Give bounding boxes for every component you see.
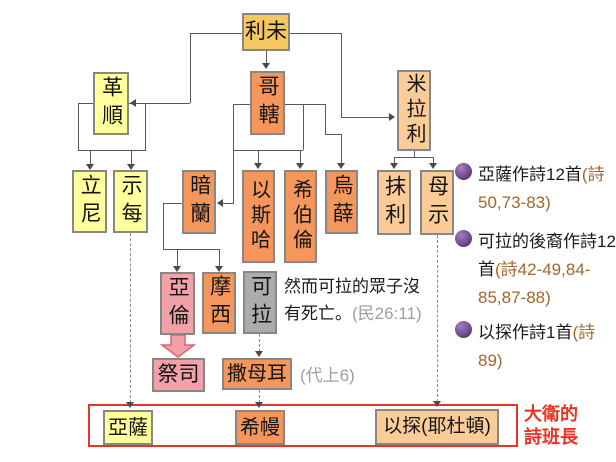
dashed-line-shimei-asaph [130, 233, 131, 403]
arrowhead [337, 163, 345, 169]
arrowhead [296, 163, 304, 169]
node-mahli: 抹利 [377, 170, 411, 235]
korah-sons-note: 然而可拉的眾子沒有死亡。(民26:11) [284, 273, 432, 327]
connector-line [190, 33, 191, 103]
arrowhead [389, 113, 395, 121]
node-korah: 可拉 [243, 271, 277, 334]
samuel-ref: (代上6) [300, 366, 355, 385]
connector-line [78, 103, 79, 150]
bullet-ref: (詩89) [478, 323, 596, 370]
connector-line [131, 150, 132, 166]
connector-line [163, 203, 164, 249]
aaron-priest-arrow-icon [160, 335, 196, 358]
node-aaron: 亞倫 [160, 272, 195, 335]
arrowhead [86, 164, 94, 170]
node-moses: 摩西 [202, 272, 236, 334]
arrowhead [429, 163, 437, 169]
arrowhead [255, 351, 263, 357]
node-ethan: 以探(耶杜頓) [375, 409, 499, 445]
dashed-line-korah-samuel [259, 334, 260, 352]
connector-line [303, 104, 304, 150]
connector-line [163, 203, 183, 204]
bullet-ref: (詩50,73-83) [478, 165, 605, 212]
bullet-item-asaph-psalms: 亞薩作詩12首(詩50,73-83) [455, 161, 615, 217]
arrowhead [254, 163, 262, 169]
arrowhead [127, 164, 135, 170]
korah-sons-note-ref: (民26:11) [352, 304, 422, 323]
node-levi: 利未 [242, 13, 290, 51]
arrowhead [433, 401, 441, 407]
arrowhead [215, 266, 223, 272]
choir-group-box [88, 404, 518, 447]
bullet-text: 以探作詩1首 [478, 323, 573, 342]
bullet-item-ethan-psalms: 以探作詩1首(詩89) [455, 319, 615, 375]
arrowhead [217, 199, 223, 207]
node-kohath: 哥轄 [250, 71, 285, 135]
arrowhead [126, 402, 134, 408]
connector-line [325, 134, 342, 135]
bullet-sphere-icon [455, 163, 472, 180]
choir-leader-label: 大衛的詩班長 [524, 404, 578, 447]
connector-line [341, 33, 342, 117]
node-libni: 立尼 [72, 170, 107, 233]
node-hebron: 希伯倫 [284, 170, 317, 263]
node-merari: 米拉利 [397, 70, 431, 151]
node-priest: 祭司 [152, 358, 205, 392]
node-heman: 希幔 [235, 410, 285, 445]
bullet-ref: (詩42-49,84-85,87-88) [478, 260, 591, 307]
bullet-text: 可拉的後裔作詩12首 [478, 232, 616, 279]
bullet-sphere-icon [455, 230, 472, 247]
node-shimei: 示每 [113, 170, 148, 233]
korah-sons-note-text: 然而可拉的眾子沒有死亡。 [284, 277, 420, 323]
connector-line [433, 157, 434, 164]
connector-line [233, 104, 234, 203]
connector-line [177, 249, 178, 267]
bullet-text: 亞薩作詩12首 [478, 165, 582, 184]
connector-line [341, 134, 342, 165]
node-uzziel: 烏薛 [325, 170, 358, 234]
connector-line [325, 104, 326, 135]
connector-line [266, 51, 267, 65]
node-samuel: 撒母耳 [222, 358, 292, 390]
connector-line [219, 249, 220, 267]
connector-line [145, 103, 146, 150]
connector-line [233, 150, 303, 151]
arrowhead [390, 163, 398, 169]
node-izhar: 以斯哈 [242, 170, 275, 263]
dashed-line-mushi-ethan [437, 235, 438, 402]
node-mushi: 母示 [420, 170, 454, 235]
node-gershon: 革順 [93, 72, 129, 135]
connector-line [90, 150, 91, 166]
connector-line [290, 33, 341, 34]
connector-line [163, 249, 220, 250]
connector-line [341, 117, 391, 118]
bullet-item-korah-psalms: 可拉的後裔作詩12首(詩42-49,84-85,87-88) [455, 228, 616, 312]
arrowhead [173, 266, 181, 272]
arrowhead [130, 99, 136, 107]
connector-line [219, 203, 234, 204]
node-asaph: 亞薩 [103, 410, 153, 445]
bullet-sphere-icon [455, 321, 472, 338]
connector-line [394, 157, 395, 164]
connector-line [394, 157, 433, 158]
connector-line [414, 151, 415, 157]
arrowhead [262, 63, 270, 69]
connector-line [300, 150, 301, 165]
dashed-line-samuel-heman [259, 390, 260, 403]
connector-line [78, 150, 146, 151]
connector-line [130, 103, 190, 104]
arrowhead [255, 402, 263, 408]
node-amram: 暗蘭 [182, 170, 216, 234]
connector-line [258, 150, 259, 165]
connector-line [190, 33, 242, 34]
